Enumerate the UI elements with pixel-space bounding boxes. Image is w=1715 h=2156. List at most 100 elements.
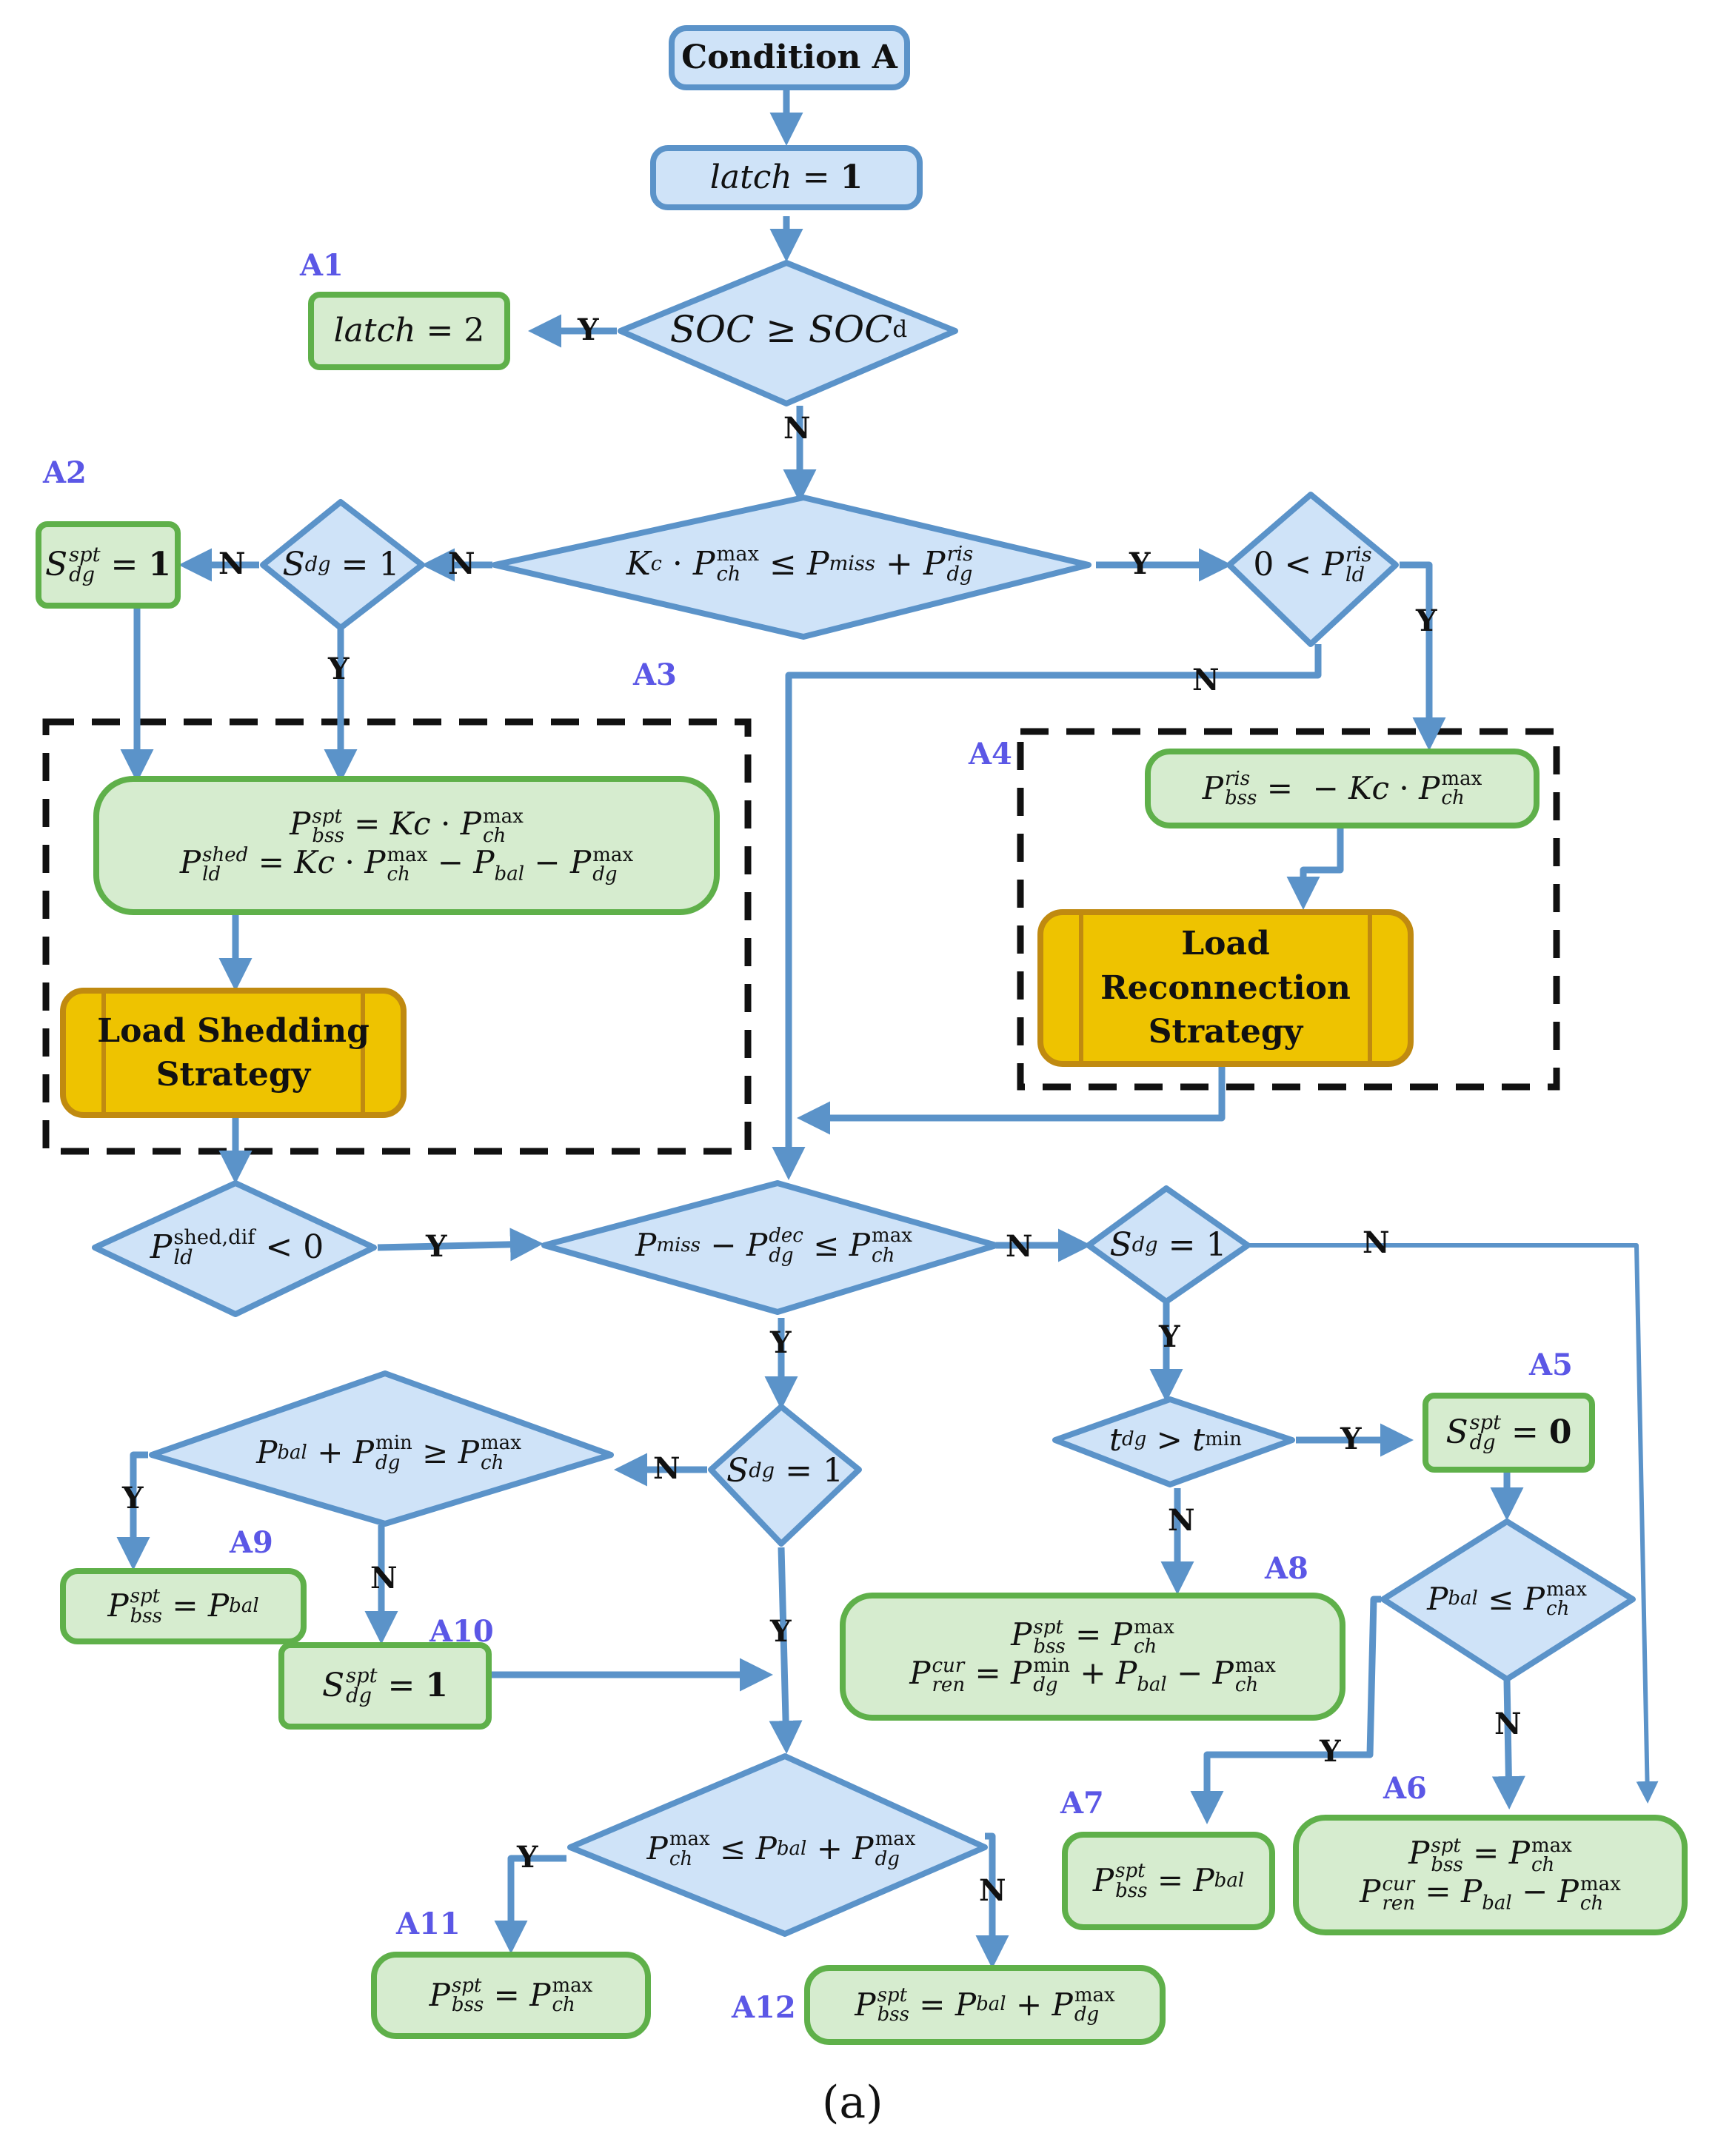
node-sdg-right-shape — [1086, 1185, 1251, 1305]
edge-label-pmiss-y: Y — [770, 1325, 792, 1360]
edge-label-tdg-n: N — [1168, 1503, 1195, 1538]
edge-label-sdgtop-n: N — [218, 546, 246, 581]
edge-label-pchpbal-n: N — [979, 1873, 1006, 1908]
figure-caption: (a) — [822, 2077, 883, 2129]
edge-label-sdgtop-y: Y — [328, 652, 350, 686]
load-reconnection-line1: Load — [1181, 925, 1270, 963]
node-load-shedding: Load Shedding Strategy — [97, 991, 370, 1115]
edge-pbalpch-no — [1491, 1680, 1525, 1810]
node-a6-box-shape — [1293, 1815, 1688, 1935]
edge-pbalpdg-yes — [116, 1451, 150, 1570]
tag-a10: A10 — [429, 1614, 494, 1649]
node-sdg-mid-shape — [708, 1404, 862, 1547]
edge-pldris-no — [772, 644, 1322, 1180]
edge-label-sdgmid-n: N — [653, 1451, 681, 1486]
edge-label-sdgright-n: N — [1363, 1225, 1390, 1260]
load-shedding-line1: Load Shedding — [97, 1011, 370, 1050]
edge-label-pldris-y: Y — [1416, 603, 1437, 638]
edge-label-pbalpch-y: Y — [1320, 1734, 1341, 1769]
node-pch-pbal-shape — [567, 1753, 988, 1937]
edge-label-pchpbal-y: Y — [517, 1840, 538, 1875]
tag-a2: A2 — [43, 455, 87, 490]
node-condition-a-shape — [669, 25, 910, 90]
node-a5-box-shape — [1423, 1393, 1595, 1473]
edge-pldris-yes — [1400, 561, 1446, 751]
node-sdg-top-shape — [260, 499, 425, 631]
edge-dif-yes — [377, 1228, 544, 1262]
edge-pbalpch-yes — [1190, 1596, 1381, 1824]
node-a7-box-shape — [1062, 1832, 1275, 1930]
node-tdg-shape — [1052, 1396, 1295, 1487]
edge-label-pbalpch-n: N — [1494, 1707, 1522, 1741]
node-latch1-shape — [650, 145, 923, 210]
group-a3-box — [42, 718, 752, 1155]
node-kc-shape — [492, 495, 1091, 640]
node-pbal-pch-shape — [1380, 1519, 1636, 1682]
edge-label-tdg-y: Y — [1340, 1422, 1362, 1456]
node-latch2-shape — [308, 292, 510, 370]
edge-a4-to-reconnection — [1286, 826, 1344, 910]
edge-pchpbal-yes — [494, 1855, 566, 1954]
tag-a3: A3 — [633, 657, 677, 692]
node-pbal-pdg-shape — [149, 1370, 614, 1527]
node-shed-dif-shape — [92, 1180, 377, 1317]
tag-a8: A8 — [1265, 1551, 1308, 1586]
node-load-reconnection-shape — [1037, 909, 1414, 1067]
node-pmiss-shape — [541, 1180, 999, 1315]
node-a10-box-shape — [278, 1642, 492, 1730]
node-pld-ris-shape — [1226, 492, 1399, 647]
node-latch2: latch = 2 — [333, 311, 485, 349]
load-shedding-line2: Strategy — [156, 1056, 311, 1094]
edge-sdgmid-yes — [769, 1547, 803, 1754]
edge-label-soc-n: N — [783, 411, 811, 446]
tag-a9: A9 — [230, 1525, 273, 1560]
load-reconnection-line3: Strategy — [1148, 1013, 1303, 1051]
tag-a11: A11 — [396, 1906, 461, 1941]
edge-label-pbalpdg-n: N — [370, 1561, 398, 1596]
node-a3-box-shape — [93, 776, 720, 915]
edge-label-soc-y: Y — [578, 312, 599, 347]
tag-a6: A6 — [1383, 1771, 1427, 1806]
edge-label-pldris-n: N — [1192, 663, 1220, 697]
node-latch1: latch = 1 — [709, 158, 863, 196]
edge-label-sdgright-y: Y — [1159, 1319, 1180, 1354]
edge-reconnection-return — [797, 1066, 1226, 1135]
edge-pchpbal-no — [975, 1832, 1009, 1969]
edge-label-kc-y: Y — [1129, 546, 1151, 581]
edge-label-pmiss-n: N — [1006, 1229, 1033, 1264]
tag-a1: A1 — [300, 248, 344, 283]
node-a8-box-shape — [840, 1593, 1345, 1721]
tag-a4: A4 — [969, 737, 1012, 771]
node-a9-box-shape — [60, 1568, 307, 1644]
group-a4-box — [1017, 728, 1560, 1091]
node-sdg-spt-1-shape — [36, 521, 181, 609]
edge-label-pbalpdg-y: Y — [122, 1481, 144, 1516]
edge-label-kc-n: N — [448, 546, 475, 581]
load-reconnection-line2: Reconnection — [1100, 968, 1351, 1007]
node-condition-a: Condition A — [681, 38, 897, 76]
node-load-reconnection: Load Reconnection Strategy — [1081, 912, 1370, 1064]
